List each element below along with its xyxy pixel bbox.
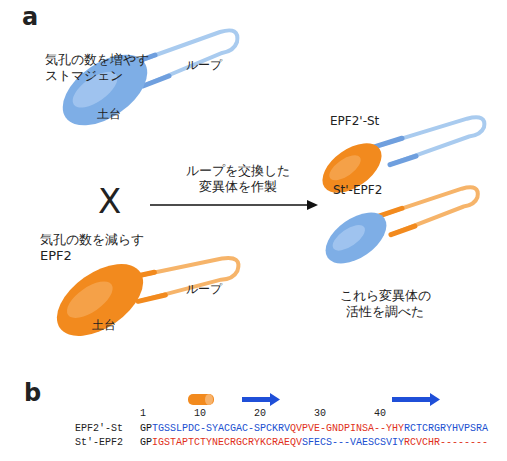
helix-cylinder-end xyxy=(205,394,213,405)
base-highlight xyxy=(325,150,364,185)
base-highlight xyxy=(329,220,370,256)
molecule-group xyxy=(317,187,478,273)
sequence-text: GP xyxy=(140,437,152,449)
sequence-text: St'-EPF2 xyxy=(75,437,123,449)
sequence-text: GP xyxy=(140,423,152,435)
base-highlight xyxy=(61,274,118,324)
sequence-text: 10 xyxy=(194,408,206,420)
helix-cylinder xyxy=(188,394,214,405)
molecule-group xyxy=(50,30,237,139)
sequence-text: QVPVE-GNDPINSA--YHY xyxy=(290,423,404,435)
sequence-text: 40 xyxy=(374,408,386,420)
loop-outline xyxy=(374,187,477,234)
process-arrow-line xyxy=(150,204,309,206)
process-arrow-head xyxy=(307,200,318,210)
base-ellipse xyxy=(314,133,391,203)
molecule-shape: 気孔の数を増やす ストマジェン ループ土台 xyxy=(35,25,250,140)
node-heading: EPF2'-St xyxy=(330,114,379,129)
sequence-text: 20 xyxy=(254,408,266,420)
sequence-text: EPF2'-St xyxy=(75,423,123,435)
part-label: 土台 xyxy=(92,318,116,333)
sequence-text: 30 xyxy=(314,408,326,420)
strand-arrow xyxy=(242,393,280,406)
molecule-shape: 気孔の数を減らす EPF2 ループ土台 xyxy=(30,225,255,345)
loop-group xyxy=(374,187,477,234)
base-ellipse xyxy=(317,202,396,273)
annotation-label: これら変異体の 活性を調べた xyxy=(325,288,445,321)
annotation-label: a xyxy=(22,2,38,32)
node-heading: 気孔の数を増やす ストマジェン xyxy=(45,52,157,85)
sequence-text: IGSTAPTCTYNECRGCRYKCRAEQV xyxy=(152,437,302,449)
loop-group xyxy=(372,117,484,164)
node-heading: St'-EPF2 xyxy=(333,183,382,198)
node-heading: 気孔の数を減らす EPF2 xyxy=(40,232,152,265)
molecule-group xyxy=(44,244,239,351)
part-label: 土台 xyxy=(97,107,121,122)
part-label: ループ xyxy=(186,282,222,297)
sequence-text: RCTCRGRYHVPSRA xyxy=(404,423,488,435)
annotation-label: X xyxy=(98,180,121,223)
molecule-shape: EPF2'-St xyxy=(320,112,495,185)
molecule-shape: St'-EPF2 xyxy=(320,180,495,265)
loop-outline xyxy=(372,117,484,164)
base-ellipse xyxy=(44,249,156,350)
strand-arrow xyxy=(392,393,440,406)
sequence-text: 1 xyxy=(140,408,146,420)
sequence-text: TGSSLPDC-SYACGAC-SPCKRV xyxy=(152,423,290,435)
part-label: ループ xyxy=(186,58,222,73)
sequence-text: RCVCHR-------- xyxy=(404,437,488,449)
annotation-label: b xyxy=(24,378,41,408)
sequence-text: SFECS---VAESCSVIY xyxy=(302,437,404,449)
annotation-label: ループを交換した 変異体を作製 xyxy=(175,163,300,196)
